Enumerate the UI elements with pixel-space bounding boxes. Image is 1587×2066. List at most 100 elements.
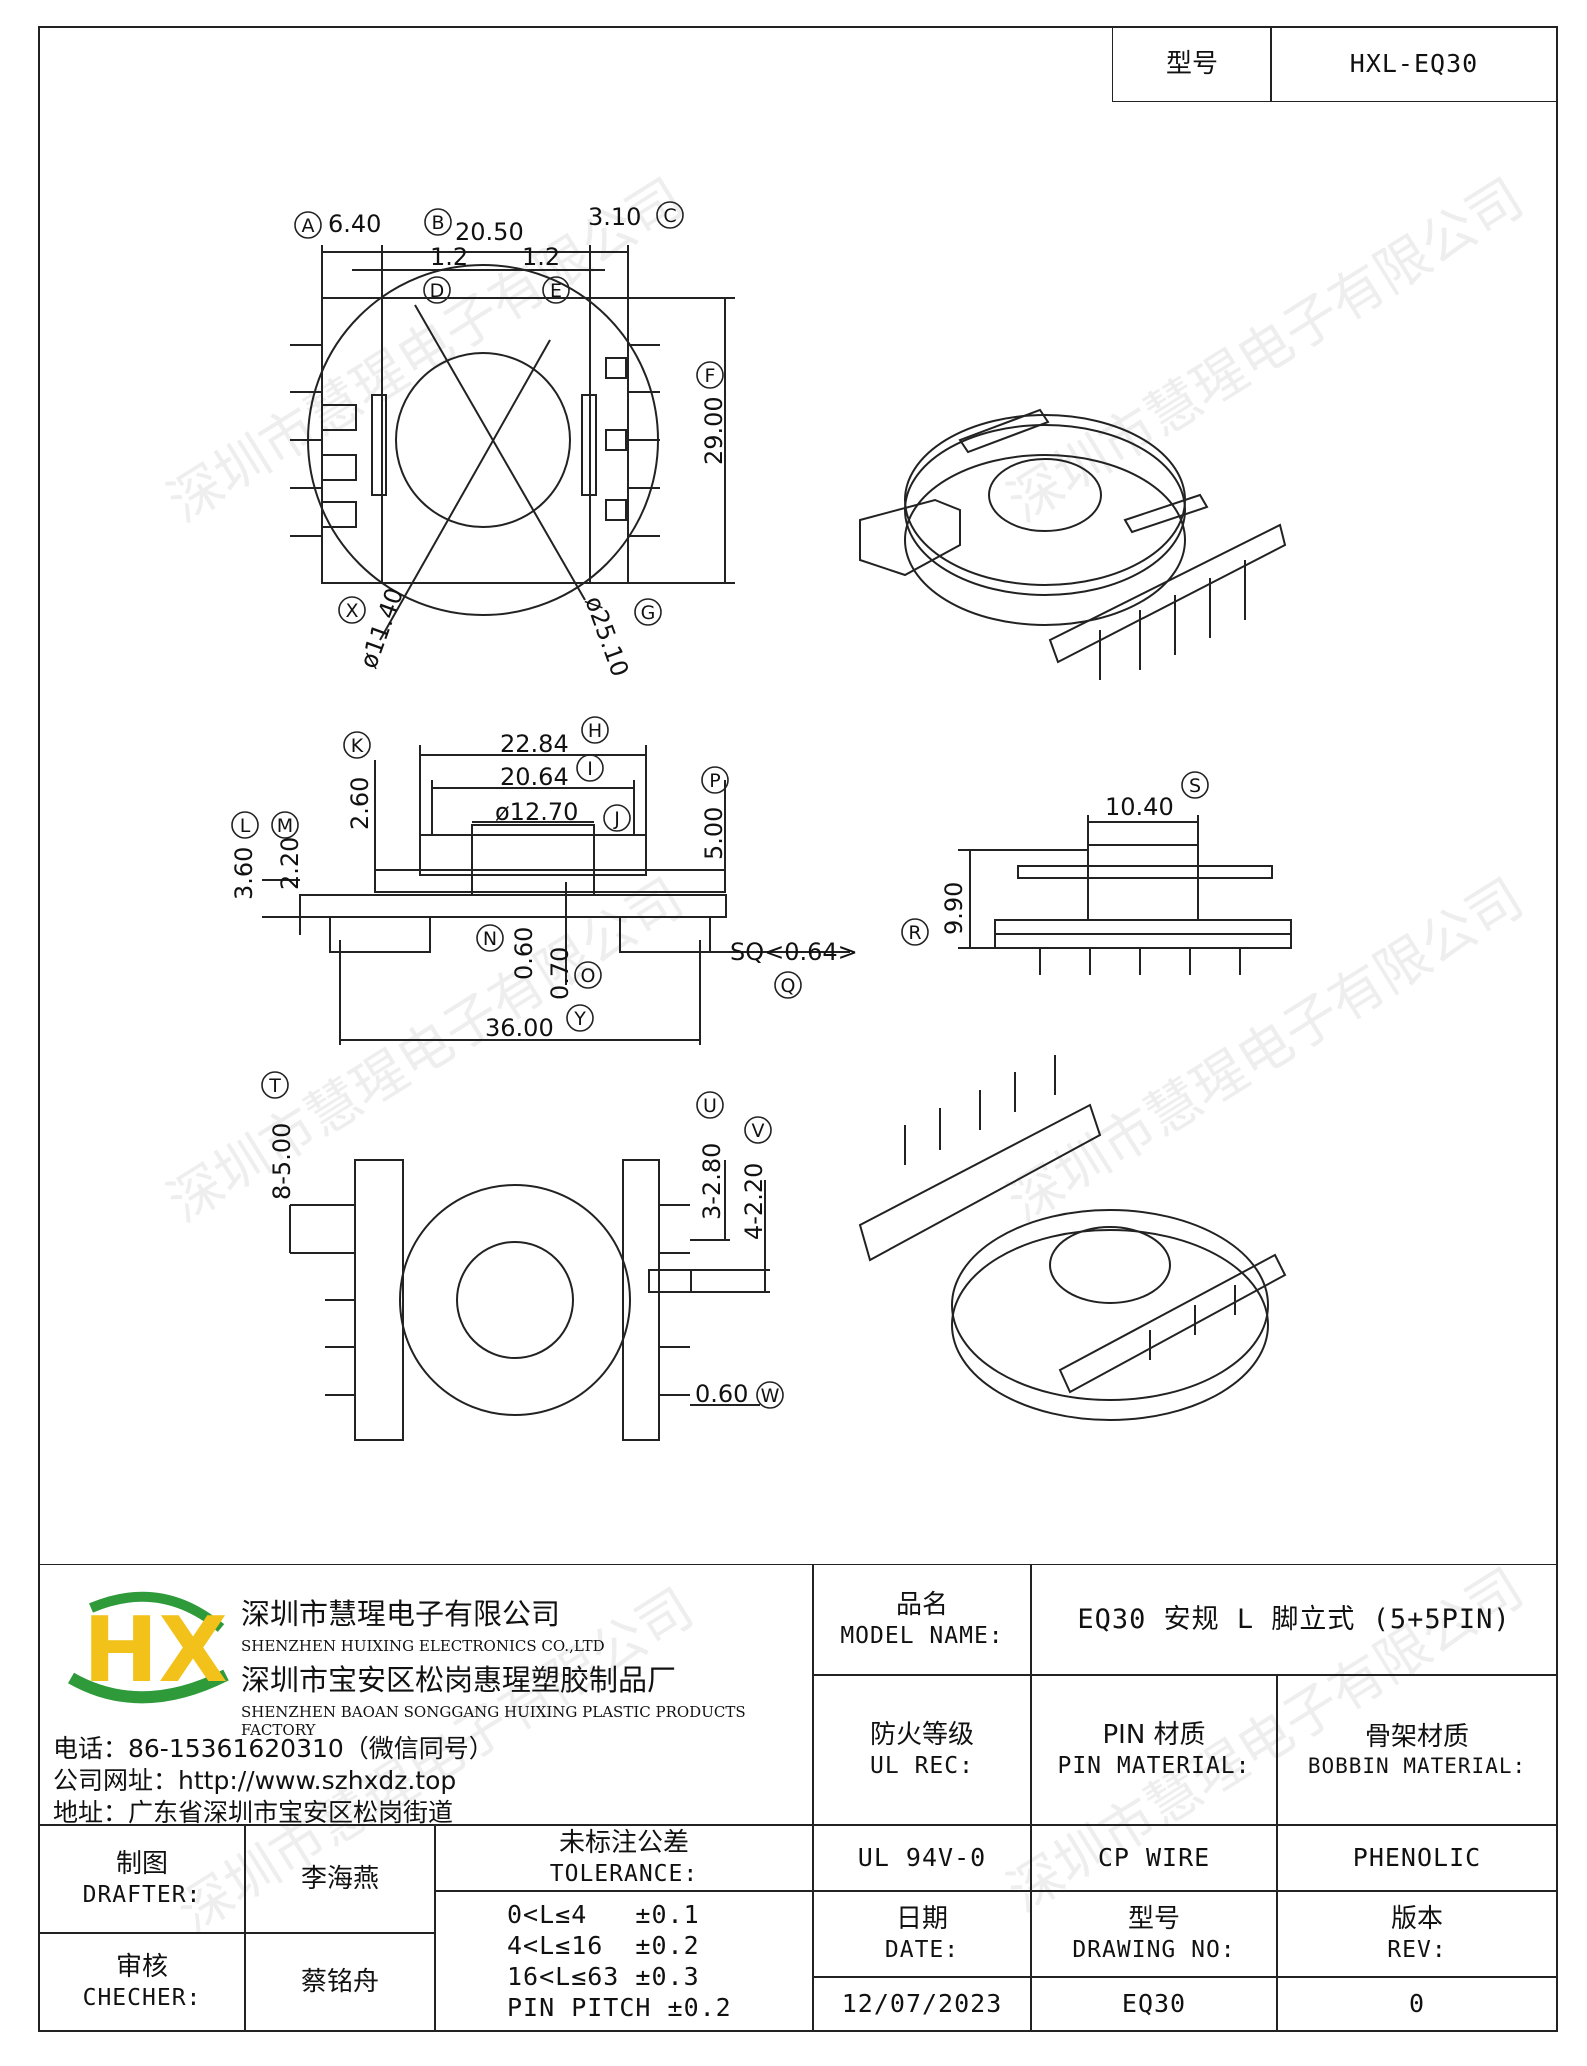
dim-text-P: 5.00	[700, 807, 728, 860]
company-website[interactable]: 公司网址：http://www.szhxdz.top	[53, 1766, 457, 1795]
model-name-value: EQ30 安规 L 脚立式 (5+5PIN)	[1030, 1564, 1558, 1676]
bottom-view	[289, 1159, 770, 1441]
ref-letter-B: B	[431, 212, 444, 234]
ref-letter-R: R	[908, 922, 921, 944]
dim-text-N: 0.60	[510, 927, 538, 980]
header-model-value: HXL-EQ30	[1270, 26, 1558, 102]
dim-text-L: 3.60	[230, 847, 258, 900]
checker-label-cn: 审核	[115, 1952, 168, 1983]
company-name-en-2: SHENZHEN BAOAN SONGGANG HUIXING PLASTIC …	[241, 1703, 746, 1739]
ref-letter-M: M	[277, 815, 293, 837]
ref-letter-T: T	[268, 1075, 281, 1097]
tolerance-line: 0<L≤4 ±0.1	[507, 1899, 700, 1929]
dim-text-A: 6.40	[328, 210, 381, 238]
rev-value-text: 0	[1408, 1989, 1426, 2019]
rev-label-en: REV:	[1387, 1936, 1447, 1963]
ref-letter-A: A	[302, 215, 315, 237]
dim-text-E: 1.2	[522, 243, 560, 271]
ref-letter-F: F	[705, 365, 716, 387]
dim-text-F: 29.00	[700, 396, 728, 465]
dim-text-V: 4-2.20	[740, 1163, 768, 1240]
ref-letter-W: W	[761, 1385, 780, 1407]
drafter-label-cn: 制图	[115, 1849, 168, 1880]
header-model-label-text: 型号	[1165, 48, 1218, 79]
dim-text-B: 20.50	[455, 218, 524, 246]
bobbin-value: PHENOLIC	[1276, 1824, 1558, 1892]
bobbin-material-label-cn: 骨架材质	[1364, 1721, 1469, 1752]
dim-text-M: 2.20	[276, 837, 304, 890]
ref-letter-J: J	[613, 808, 620, 830]
drawing-no-label: 型号 DRAWING NO:	[1030, 1890, 1278, 1978]
drafter-name-text: 李海燕	[300, 1863, 379, 1894]
pin-material-label-cn: PIN 材质	[1102, 1720, 1206, 1751]
dim-text-U: 3-2.80	[698, 1143, 726, 1220]
tolerance-line: 16<L≤63 ±0.3	[507, 1962, 700, 1991]
company-address: 地址：广东省深圳市宝安区松岗街道	[53, 1798, 454, 1827]
ref-letter-S: S	[1189, 775, 1201, 797]
top-view	[290, 245, 735, 641]
date-label: 日期 DATE:	[812, 1890, 1032, 1978]
ul-rec-label-cn: 防火等级	[869, 1720, 974, 1751]
tolerance-label: 未标注公差 TOLERANCE:	[434, 1824, 814, 1892]
company-logo: HX	[68, 1591, 229, 1704]
dim-text-Q: SQ<0.64>	[730, 938, 858, 966]
checker-name-text: 蔡铭舟	[300, 1966, 379, 1997]
ref-letter-U: U	[703, 1095, 717, 1117]
bobbin-material-label-en: BOBBIN MATERIAL:	[1307, 1754, 1527, 1779]
dim-text-R: 9.90	[940, 882, 968, 935]
tolerance-line: PIN PITCH ±0.2	[507, 1993, 732, 2023]
ref-letter-C: C	[663, 205, 676, 227]
company-block: HX 深圳市慧瑆电子有限公司 SHENZHEN HUIXING ELECTRON…	[38, 1564, 814, 1827]
side-view	[262, 745, 850, 1045]
technical-drawing: 6.40 20.50 3.10 1.2 1.2 29.00 ø11.40 ø25…	[230, 201, 1292, 1441]
dim-text-O: 0.70	[546, 947, 574, 1000]
dim-text-I: 20.64	[500, 763, 569, 791]
bobbin-value-text: PHENOLIC	[1352, 1843, 1482, 1873]
date-label-en: DATE:	[884, 1936, 960, 1963]
header-model-value-text: HXL-EQ30	[1349, 49, 1479, 79]
pin-material-label: PIN 材质 PIN MATERIAL:	[1030, 1674, 1278, 1826]
company-name-en-1: SHENZHEN HUIXING ELECTRONICS CO.,LTD	[241, 1637, 605, 1655]
drawing-no-value: EQ30	[1030, 1976, 1278, 2032]
date-label-cn: 日期	[895, 1904, 948, 1935]
rev-label-cn: 版本	[1390, 1904, 1443, 1935]
drafter-label-en: DRAFTER:	[82, 1881, 202, 1908]
dim-text-W: 0.60	[695, 1380, 748, 1408]
ul-value-text: UL 94V-0	[857, 1843, 987, 1873]
ref-letter-N: N	[483, 928, 497, 950]
company-phone: 电话：86-15361620310（微信同号）	[53, 1734, 494, 1763]
checker-name: 蔡铭舟	[244, 1932, 436, 2032]
ref-letter-O: O	[581, 965, 596, 987]
checker-label: 审核 CHECHER:	[38, 1932, 246, 2032]
company-name-cn-1: 深圳市慧瑆电子有限公司	[241, 1597, 561, 1631]
ref-letter-Q: Q	[781, 975, 796, 997]
ref-letter-V: V	[752, 1120, 765, 1142]
company-name-cn-2: 深圳市宝安区松岗惠瑆塑胶制品厂	[241, 1663, 677, 1697]
tolerance-line: 4<L≤16 ±0.2	[507, 1930, 700, 1960]
tolerance-label-cn: 未标注公差	[558, 1828, 689, 1859]
bobbin-material-label: 骨架材质 BOBBIN MATERIAL:	[1276, 1674, 1558, 1826]
model-name-label-en: MODEL NAME:	[840, 1622, 1004, 1649]
dim-text-S: 10.40	[1105, 793, 1174, 821]
ref-letter-Y: Y	[573, 1008, 586, 1030]
dim-text-G: ø25.10	[579, 592, 634, 680]
top-inner-circle	[395, 352, 571, 528]
drafter-name: 李海燕	[244, 1824, 436, 1934]
model-name-label-cn: 品名	[895, 1590, 948, 1621]
tolerance-label-en: TOLERANCE:	[549, 1860, 699, 1887]
front-view	[958, 815, 1292, 975]
logo-text: HX	[83, 1598, 228, 1703]
side-upper-flange	[419, 834, 647, 876]
drawing-no-label-en: DRAWING NO:	[1072, 1936, 1236, 1963]
rev-value: 0	[1276, 1976, 1558, 2032]
ref-letter-X: X	[345, 600, 358, 622]
pin-material-label-en: PIN MATERIAL:	[1057, 1752, 1251, 1779]
pin-value-text: CP WIRE	[1097, 1843, 1211, 1873]
dim-text-T: 8-5.00	[268, 1123, 296, 1200]
drawing-no-label-cn: 型号	[1127, 1904, 1180, 1935]
dim-text-D: 1.2	[430, 243, 468, 271]
pin-value: CP WIRE	[1030, 1824, 1278, 1892]
ul-value: UL 94V-0	[812, 1824, 1032, 1892]
model-name-label: 品名 MODEL NAME:	[812, 1564, 1032, 1676]
ref-letter-L: L	[240, 815, 251, 837]
